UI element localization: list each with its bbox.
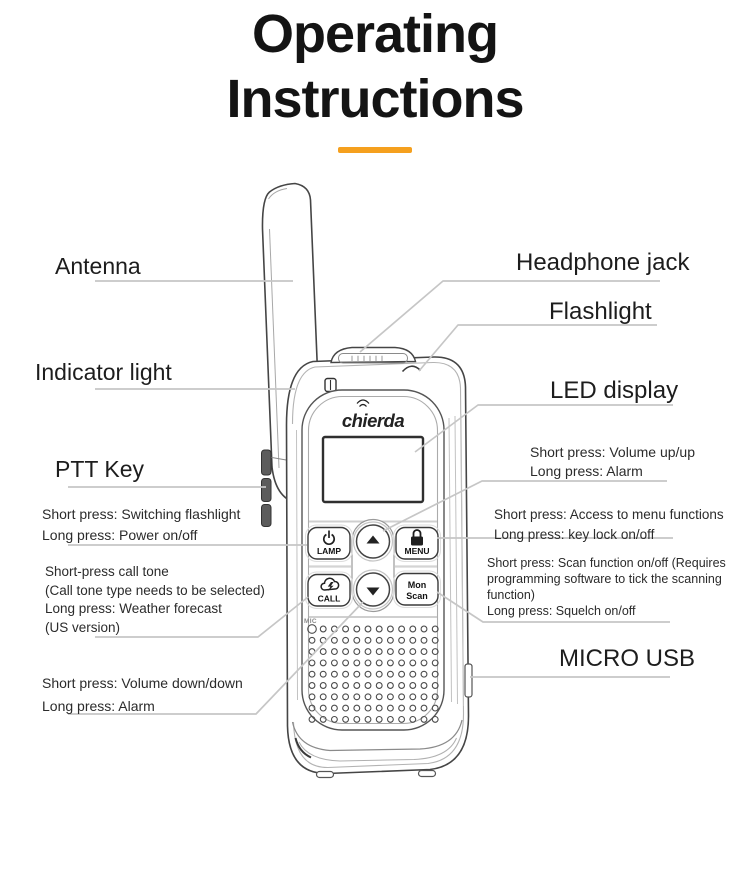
led-display-screen <box>321 435 425 504</box>
power-icon <box>322 533 336 545</box>
desc-line: Short press: Switching flashlight <box>42 506 241 522</box>
mon-label: Mon <box>408 580 427 590</box>
desc-line: Long press: Squelch on/off <box>487 604 636 618</box>
leader-headphone <box>359 280 660 353</box>
brand-logo: chierda <box>342 399 405 431</box>
signal-waves-icon <box>356 399 370 407</box>
desc-menu: Short press: Access to menu functions Lo… <box>494 505 724 544</box>
call-tone-icon <box>320 577 340 591</box>
flashlight-lens-graphic <box>401 365 422 373</box>
leader-lines <box>68 280 673 715</box>
bottom-foot-left <box>315 770 335 779</box>
label-led-display: LED display <box>550 377 679 404</box>
indicator-light-graphic <box>324 377 337 393</box>
label-indicator-light: Indicator light <box>35 359 172 385</box>
brand-logo-text: chierda <box>342 410 405 431</box>
call-button-label: CALL <box>318 594 341 604</box>
desc-lamp: Short press: Switching flashlight Long p… <box>42 504 240 545</box>
desc-line: Short press: Volume up/up <box>530 444 695 460</box>
desc-line: Long press: Power on/off <box>42 526 198 543</box>
leader-volume-up <box>382 480 667 532</box>
mic-label: MIC <box>304 618 317 625</box>
desc-call: Short-press call tone (Call tone type ne… <box>45 563 265 638</box>
leader-call <box>95 596 309 638</box>
page-title: Operating Instructions <box>0 2 750 132</box>
desc-line: Long press: key lock on/off <box>494 526 655 542</box>
ptt-key-graphic <box>261 449 272 527</box>
desc-line: Long press: Alarm <box>42 698 155 714</box>
desc-line: Short press: Volume down/down <box>42 675 243 691</box>
desc-line: (Call tone type needs to be selected) <box>45 582 265 598</box>
desc-line: function) <box>487 588 535 602</box>
label-antenna: Antenna <box>55 253 141 279</box>
desc-line: programming software to tick the scannin… <box>487 572 722 586</box>
mon-scan-button: Mon Scan <box>393 570 441 608</box>
desc-line: Short press: Access to menu functions <box>494 507 724 522</box>
desc-scan: Short press: Scan function on/off (Requi… <box>487 555 726 619</box>
lock-icon <box>411 529 423 546</box>
desc-volume-up: Short press: Volume up/up Long press: Al… <box>530 443 695 481</box>
scan-label: Scan <box>406 591 428 601</box>
updown-rocker <box>351 518 395 613</box>
desc-line: Long press: Weather forecast <box>45 601 222 617</box>
micro-usb-port-graphic <box>464 663 473 698</box>
bottom-foot-right <box>417 769 437 778</box>
up-arrow-icon <box>366 535 380 544</box>
label-flashlight: Flashlight <box>549 298 652 325</box>
front-panel-inner <box>307 395 439 725</box>
menu-button: MENU <box>393 524 441 562</box>
page-title-line2: Instructions <box>226 69 524 129</box>
walkie-talkie-device: chierda LAMP <box>261 182 473 779</box>
lamp-button-label: LAMP <box>317 546 341 556</box>
desc-line: Short press: Scan function on/off (Requi… <box>487 556 726 570</box>
label-ptt-key: PTT Key <box>55 456 145 482</box>
leader-scan <box>436 591 670 623</box>
page-title-line1: Operating <box>251 4 499 64</box>
label-micro-usb: MICRO USB <box>559 645 696 672</box>
headphone-jack-graphic <box>330 346 417 364</box>
lamp-button: LAMP <box>305 524 353 562</box>
label-headphone-jack: Headphone jack <box>516 249 690 276</box>
desc-line: Short-press call tone <box>45 564 169 579</box>
leader-volume-down <box>68 601 364 715</box>
desc-line: Long press: Alarm <box>530 463 643 479</box>
leader-led <box>414 404 673 453</box>
leader-flashlight <box>418 324 657 372</box>
desc-volume-down: Short press: Volume down/down Long press… <box>42 672 243 718</box>
menu-button-label: MENU <box>404 546 429 556</box>
down-arrow-icon <box>366 587 380 596</box>
title-accent-bar <box>338 147 412 153</box>
desc-line: (US version) <box>45 620 121 636</box>
call-button: CALL <box>305 571 353 609</box>
